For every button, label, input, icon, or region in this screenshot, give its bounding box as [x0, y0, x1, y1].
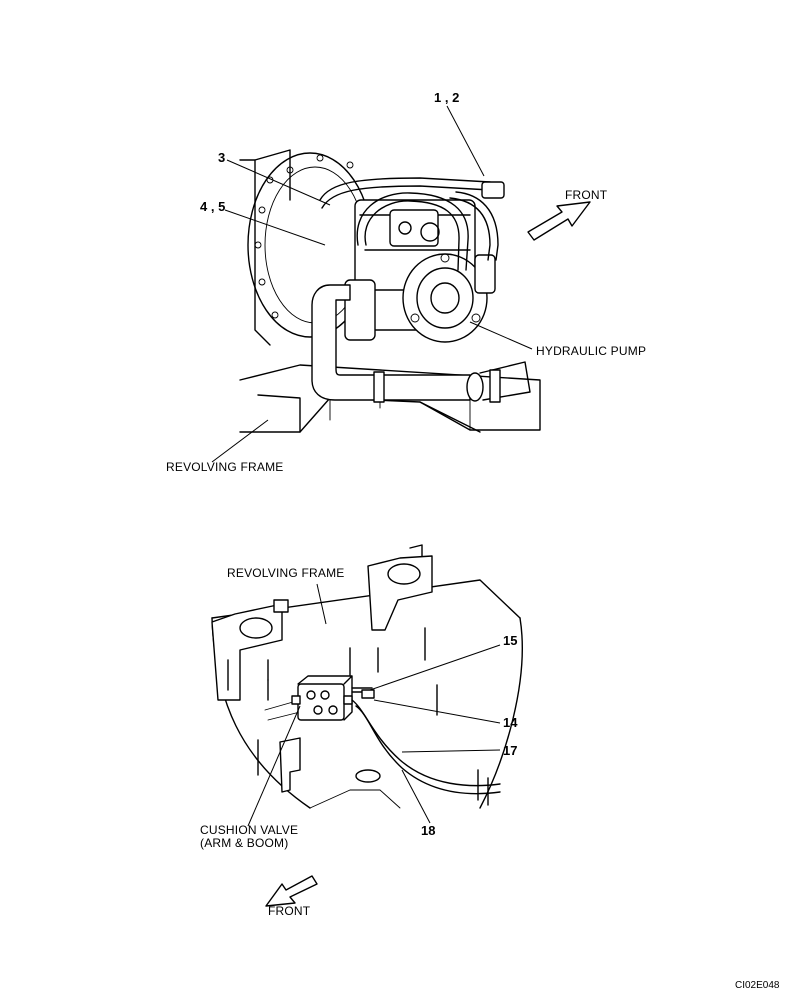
callout-4-5: 4 , 5 [200, 199, 226, 214]
callout-18: 18 [421, 823, 436, 838]
callout-17: 17 [503, 743, 518, 758]
front-label-upper: FRONT [565, 188, 608, 202]
lower-assembly [211, 544, 523, 809]
front-arrow-upper [527, 201, 591, 241]
callout-15: 15 [503, 633, 518, 648]
revolving-frame-label-upper: REVOLVING FRAME [166, 460, 284, 474]
revolving-frame-label-lower: REVOLVING FRAME [227, 566, 345, 580]
hydraulic-pump-label: HYDRAULIC PUMP [536, 344, 647, 358]
cushion-valve-sublabel: (ARM & BOOM) [200, 836, 289, 850]
figure-reference: CI02E048 [735, 980, 780, 991]
callout-3: 3 [218, 150, 226, 165]
front-arrow-lower [265, 875, 318, 907]
front-label-lower: FRONT [268, 904, 311, 918]
callout-14: 14 [503, 715, 518, 730]
upper-assembly [239, 149, 541, 433]
cushion-valve-label: CUSHION VALVE [200, 823, 299, 837]
callout-1-2: 1 , 2 [434, 90, 460, 105]
